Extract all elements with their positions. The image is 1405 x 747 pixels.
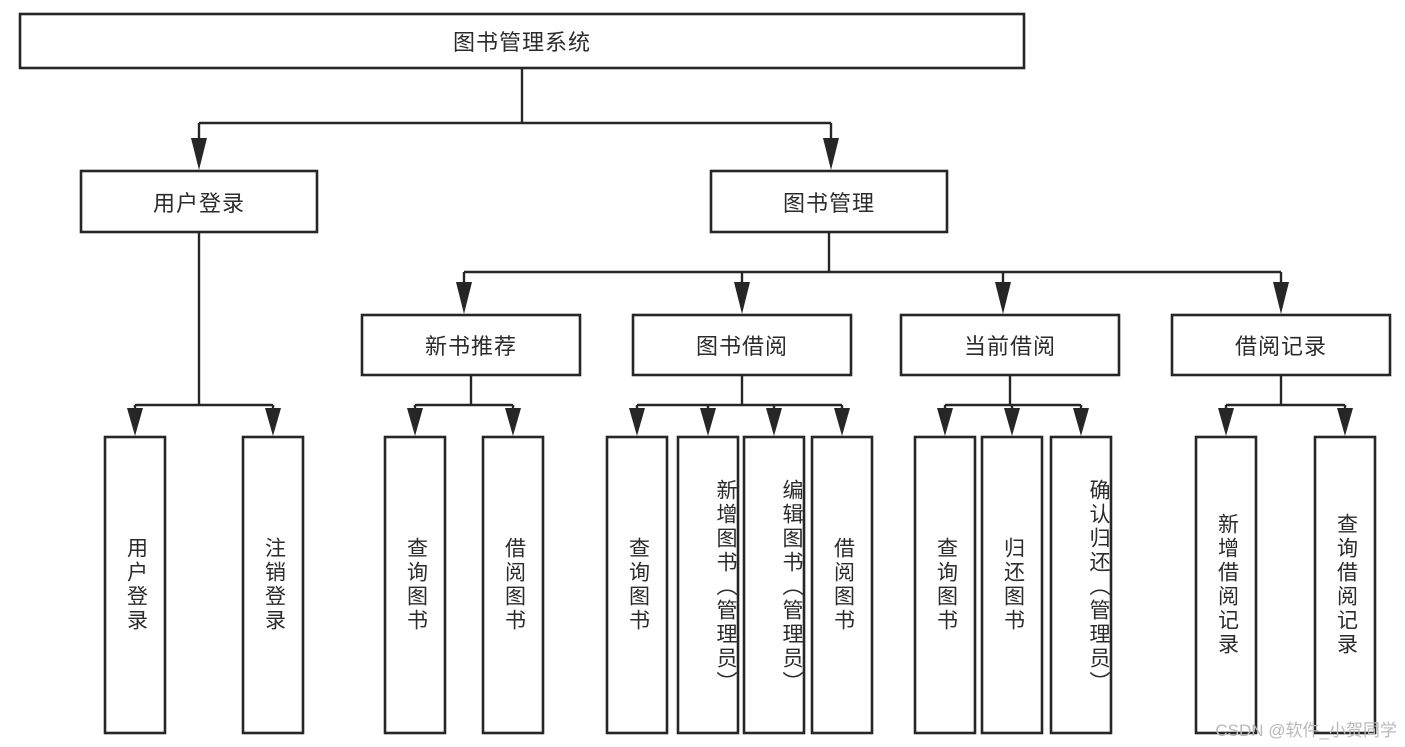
- leaf-box-confirm-return[interactable]: [1049, 435, 1113, 735]
- arrowhead-user-login: [191, 138, 207, 170]
- arrowhead-leaf-query-book-1: [407, 408, 423, 436]
- arrowhead-leaf-query-book-3: [937, 408, 953, 436]
- arrowhead-leaf-user-login: [127, 408, 143, 436]
- arrowhead-leaf-borrow-book-1: [505, 408, 521, 436]
- arrowhead-leaf-add-record: [1218, 408, 1234, 436]
- arrowhead-book-manage: [823, 138, 839, 170]
- arrowhead-leaf-confirm-return: [1073, 408, 1089, 436]
- arrowhead-leaf-borrow-book-2: [834, 408, 850, 436]
- arrowhead-leaf-return-book: [1004, 408, 1020, 436]
- arrowhead-leaf-add-book: [700, 408, 716, 436]
- node-root-box[interactable]: [18, 12, 1026, 70]
- csdn-watermark: CSDN @软件_小贺同学: [1215, 721, 1397, 740]
- leaf-box-logout[interactable]: [241, 435, 305, 735]
- leaf-box-query-book-1[interactable]: [383, 435, 447, 735]
- arrowhead-leaf-edit-book: [766, 408, 782, 436]
- leaf-box-add-book[interactable]: [676, 435, 740, 735]
- arrowhead-current-borrow: [995, 282, 1011, 314]
- node-new-book-rec-box[interactable]: [360, 313, 582, 377]
- leaf-box-return-book[interactable]: [980, 435, 1044, 735]
- arrowhead-book-borrow: [734, 282, 750, 314]
- arrowhead-leaf-query-record: [1337, 408, 1353, 436]
- leaf-box-query-record[interactable]: [1313, 435, 1377, 735]
- node-book-manage-box[interactable]: [709, 169, 949, 234]
- node-book-borrow-box[interactable]: [631, 313, 853, 377]
- arrowhead-leaf-query-book-2: [629, 408, 645, 436]
- arrowhead-leaf-logout: [265, 408, 281, 436]
- leaf-box-query-book-3[interactable]: [913, 435, 977, 735]
- arrowhead-new-book-rec: [456, 282, 472, 314]
- node-user-login-box[interactable]: [79, 169, 319, 234]
- leaf-box-borrow-book-1[interactable]: [481, 435, 545, 735]
- leaf-box-query-book-2[interactable]: [605, 435, 669, 735]
- node-borrow-record-box[interactable]: [1170, 313, 1392, 377]
- node-current-borrow-box[interactable]: [899, 313, 1121, 377]
- leaf-box-borrow-book-2[interactable]: [810, 435, 874, 735]
- leaf-box-user-login[interactable]: [103, 435, 167, 735]
- arrowhead-borrow-record: [1273, 282, 1289, 314]
- leaf-box-add-record[interactable]: [1194, 435, 1258, 735]
- leaf-box-edit-book[interactable]: [742, 435, 806, 735]
